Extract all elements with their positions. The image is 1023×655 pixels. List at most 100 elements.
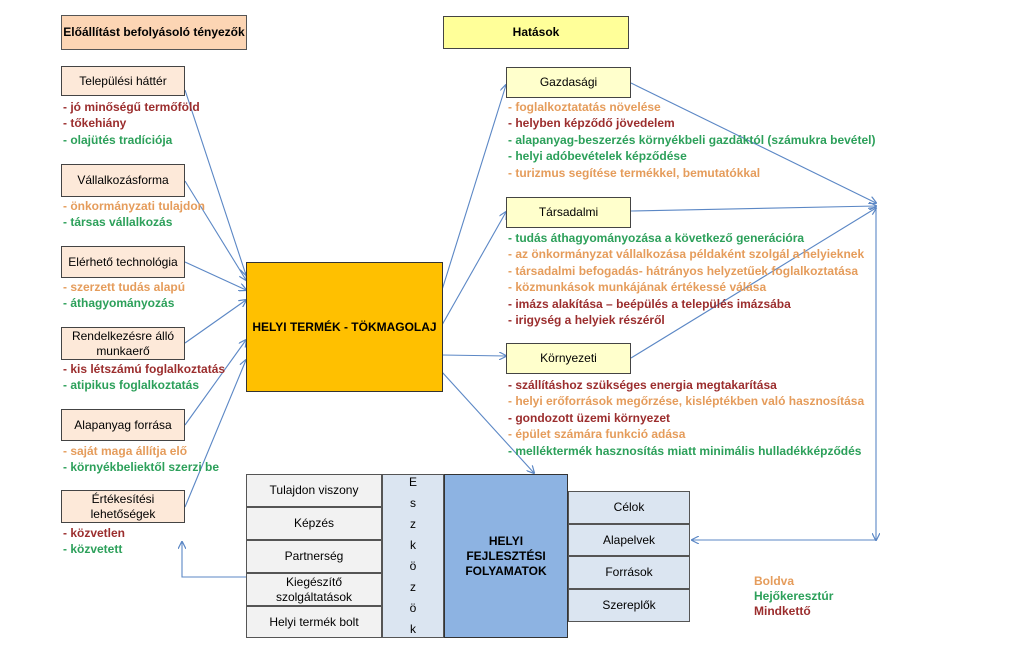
effect-label: Gazdasági: [539, 75, 598, 89]
factor-label: Elérhető technológia: [68, 254, 178, 269]
right-box-label: Alapelvek: [602, 532, 656, 547]
factor-item: - saját maga állítja elő: [63, 444, 188, 458]
effect-item: - tudás áthagyományozása a következő gen…: [508, 231, 805, 245]
arrow-to-development: [441, 371, 534, 473]
arrow-factor-2: [184, 180, 246, 280]
factor-list-munkaero: - kis létszámú foglalkoztatás - atipikus…: [63, 361, 225, 394]
effect-item: - szállításhoz szükséges energia megtaka…: [508, 378, 777, 392]
eszkozok-letter: s: [410, 496, 416, 510]
factors-header-text: Előállítást befolyásoló tényezők: [63, 25, 245, 39]
right-box-szereplok: Szereplők: [568, 589, 690, 622]
effect-item: - épület számára funkció adása: [508, 427, 686, 442]
factor-item: - közvetlen: [63, 526, 126, 540]
factor-item: - társas vállalkozás: [63, 215, 173, 230]
factor-label: Vállalkozásforma: [77, 173, 169, 187]
eszkozok-letter: E: [408, 475, 417, 489]
factor-label: Települési háttér: [79, 73, 167, 88]
factor-item: - kis létszámú foglalkoztatás: [63, 362, 226, 376]
factor-item: - szerzett tudás alapú: [63, 280, 186, 294]
effect-item: - az önkormányzat vállalkozása példaként…: [508, 247, 865, 262]
tool-kiegeszito: Kiegészítő szolgáltatások: [246, 573, 382, 606]
factor-list-telepulesi: - jó minőségű termőföld - tőkehiány - ol…: [63, 99, 200, 148]
effect-box-kornyezeti: Környezeti: [506, 343, 631, 374]
factor-item: - áthagyományozás: [63, 296, 175, 311]
factor-label: Rendelkezésre álló munkaerő: [71, 328, 175, 358]
tool-tulajdon-viszony: Tulajdon viszony: [246, 474, 382, 507]
effect-item: - turizmus segítése termékkel, bemutatók…: [508, 165, 761, 180]
tool-label: Partnerség: [284, 549, 344, 563]
effect-item: - helyben képződő jövedelem: [508, 116, 675, 131]
effects-header: Hatások: [443, 16, 629, 49]
tool-label: Tulajdon viszony: [269, 483, 359, 497]
eszkozok-letter: k: [410, 622, 416, 636]
factor-item: - olajütés tradíciója: [63, 132, 173, 147]
arrow-factor-5: [184, 340, 246, 426]
factor-item: - jó minőségű termőföld: [63, 100, 200, 114]
tool-label: Képzés: [293, 516, 335, 530]
legend-hejokeresztur: Hejőkeresztúr: [754, 589, 834, 603]
right-box-label: Szereplők: [602, 598, 656, 612]
effect-item: - melléktermék hasznosítás miatt minimál…: [508, 443, 862, 458]
right-box-forrasok: Források: [568, 556, 690, 589]
effect-box-tarsadalmi: Társadalmi: [506, 197, 631, 228]
eszkozok-letter: ö: [409, 601, 417, 615]
legend-mindketto: Mindkettő: [754, 604, 811, 618]
effects-header-text: Hatások: [512, 25, 560, 39]
factor-list-vallalkozasforma: - önkormányzati tulajdon - társas vállal…: [63, 198, 205, 231]
right-box-celok: Célok: [568, 491, 690, 524]
factor-box-vallalkozasforma: Vállalkozásforma: [61, 164, 185, 197]
development-process-text: HELYI FEJLESZTÉSI FOLYAMATOK: [465, 533, 547, 578]
factor-label: Alapanyag forrása: [74, 417, 172, 432]
arrow-to-gazdasagi: [441, 85, 506, 291]
eszkozok-letter: z: [410, 517, 416, 531]
arrow-to-kornyezeti: [441, 355, 506, 356]
factor-item: - atipikus foglalkoztatás: [63, 378, 200, 393]
eszkozok-letter: k: [410, 538, 416, 552]
arrow-tarsadalmi-right: [630, 206, 876, 212]
factor-label: Értékesítési lehetőségek: [90, 491, 156, 521]
effect-list-gazdasagi: - foglalkoztatatás növelése - helyben ké…: [508, 99, 875, 181]
eszkozok-letter: z: [410, 580, 416, 594]
effect-item: - irigység a helyiek részéről: [508, 313, 665, 328]
arrow-factor-1: [184, 89, 246, 275]
tool-kepzes: Képzés: [246, 507, 382, 540]
tool-label: Helyi termék bolt: [269, 614, 359, 629]
eszkozok-column: E s z k ö z ö k: [382, 474, 444, 638]
effect-label: Társadalmi: [538, 205, 599, 219]
effect-box-gazdasagi: Gazdasági: [506, 67, 631, 98]
arrow-to-tarsadalmi: [441, 212, 506, 326]
arrow-factor-4: [184, 300, 246, 344]
effect-item: - társadalmi befogadás- hátrányos helyze…: [508, 263, 859, 278]
tool-helyi-termek-bolt: Helyi termék bolt: [246, 606, 382, 638]
factor-box-telepulesi: Települési háttér: [61, 66, 185, 96]
effect-item: - alapanyag-beszerzés környékbeli gazdák…: [508, 132, 876, 147]
factor-box-technologia: Elérhető technológia: [61, 246, 185, 278]
effect-item: - gondozott üzemi környezet: [508, 410, 670, 425]
factor-list-technologia: - szerzett tudás alapú - áthagyományozás: [63, 279, 185, 312]
eszkozok-letter: ö: [409, 559, 417, 573]
effect-list-tarsadalmi: - tudás áthagyományozása a következő gen…: [508, 230, 864, 328]
effect-item: - helyi erőforrások megőrzése, kislépték…: [508, 394, 865, 409]
arrow-factor-6: [184, 360, 246, 508]
factor-item: - környékbeliektől szerzi be: [63, 460, 220, 475]
effect-item: - imázs alakítása – beépülés a település…: [508, 296, 791, 311]
development-process-box: HELYI FEJLESZTÉSI FOLYAMATOK: [444, 474, 568, 638]
factors-header: Előállítást befolyásoló tényezők: [61, 15, 247, 50]
factor-item: - közvetett: [63, 542, 123, 557]
right-box-label: Célok: [613, 500, 645, 514]
right-box-label: Források: [605, 565, 653, 579]
effect-label: Környezeti: [540, 351, 597, 365]
factor-box-alapanyag: Alapanyag forrása: [61, 409, 185, 441]
legend: Boldva Hejőkeresztúr Mindkettő: [754, 574, 833, 619]
tool-label: Kiegészítő szolgáltatások: [275, 574, 353, 604]
central-product-box: HELYI TERMÉK - TÖKMAGOLAJ: [246, 262, 443, 392]
factor-list-alapanyag: - saját maga állítja elő - környékbeliek…: [63, 443, 219, 476]
central-product-text: HELYI TERMÉK - TÖKMAGOLAJ: [252, 319, 437, 334]
arrow-tools-to-sales: [182, 542, 246, 578]
tool-partnerseg: Partnerség: [246, 540, 382, 573]
factor-box-ertekesitesi: Értékesítési lehetőségek: [61, 490, 185, 523]
factor-list-ertekesitesi: - közvetlen - közvetett: [63, 525, 125, 558]
legend-boldva: Boldva: [754, 574, 795, 588]
factor-item: - tőkehiány: [63, 116, 127, 131]
